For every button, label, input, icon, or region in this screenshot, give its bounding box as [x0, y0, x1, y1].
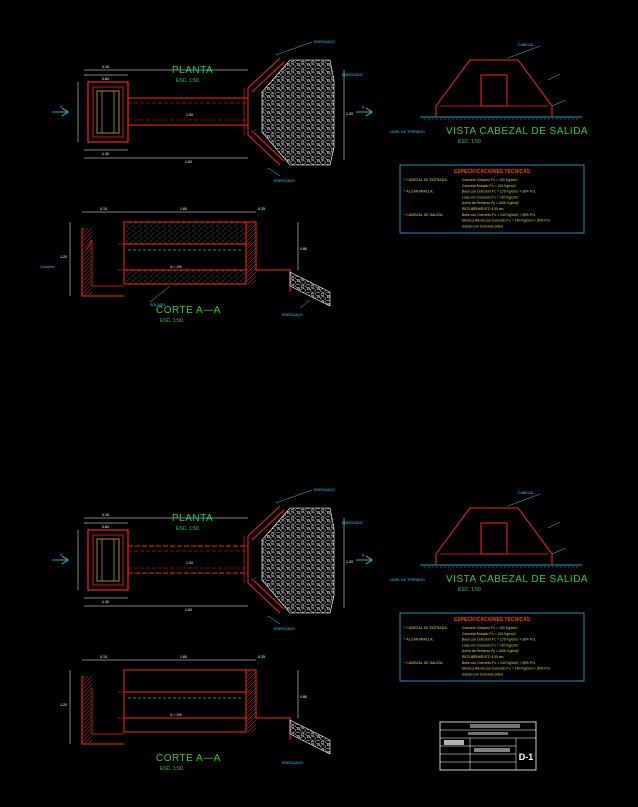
- spec-heading: * CABEZAL DE SALIDA:: [404, 661, 443, 665]
- outlet-elevation-title: VISTA CABEZAL DE SALIDA: [446, 126, 588, 137]
- dim-right: 1.20: [346, 112, 353, 116]
- spec-line: Losa con Concreto F'c = 210 Kg/cm2: [462, 195, 518, 199]
- sec-dim-4-b: 1.20: [60, 703, 67, 707]
- sheet-code: D-1: [519, 752, 534, 762]
- dim-top-2: 0.60: [102, 77, 109, 81]
- sec-label-rubble: ENROCADO: [282, 313, 303, 317]
- spec-title-2: ESPECIFICACIONES TECNICAS: [454, 617, 531, 623]
- spec-title: ESPECIFICACIONES TECNICAS: [454, 169, 531, 175]
- dim-barrel: 1.00: [186, 113, 193, 117]
- spec-line: Concreto Ciclopeo F'c = 100 Kg/cm2: [462, 626, 517, 630]
- spec-line: Base con Concreto F'c = 175 Kg/cm2 + 30%…: [462, 190, 536, 194]
- drawing-sheet-2: 0.15 0.60 1.40 1.60 1.00 1.20 A A ENROCA…: [52, 488, 588, 772]
- plan-view-2: 0.15 0.60 1.40 1.60 1.00 1.20 A A ENROCA…: [52, 488, 373, 631]
- section-scale: ESC. 1:50: [160, 318, 183, 324]
- dim-top-1-b: 0.15: [102, 513, 109, 517]
- section-mark-left: A: [60, 105, 63, 109]
- section-view: 0.15 1.60 0.25 1.20 0.80 S = 2% Concreto…: [40, 207, 331, 317]
- spec-box-2: ESPECIFICACIONES TECNICAS * CABEZAL DE E…: [399, 612, 585, 682]
- sec-dim-2-b: 1.60: [180, 655, 187, 659]
- spec-line: Base con Concreto F'c = 175 Kg/cm2 + 30%…: [462, 638, 536, 642]
- section-mark-right: A: [362, 105, 365, 109]
- sec-slope-b: S = 2%: [170, 713, 182, 717]
- label-rubble-right: ENROCADO: [342, 73, 363, 77]
- spec-line: Base con Concreto F'c = 140 Kg/cm2 + 30%…: [462, 213, 536, 217]
- spec-line: RECUBRIMIENTO 4.00 cm.: [462, 207, 504, 211]
- spec-line: Concreto Armado F'c = 210 Kg/cm2: [462, 632, 516, 636]
- spec-line: Acero de Refuerzo Fy = 4200 Kg/cm2: [462, 201, 519, 205]
- plan-title: PLANTA: [172, 65, 213, 76]
- sec-dim-1: 0.15: [100, 207, 107, 211]
- spec-line: Solado con Concreto pobre: [462, 672, 503, 676]
- outlet-elevation-title-2: VISTA CABEZAL DE SALIDA: [446, 574, 588, 585]
- title-block: D-1: [439, 721, 537, 771]
- dim-bottom-2: 1.60: [185, 160, 192, 164]
- dim-top-2-b: 0.60: [102, 525, 109, 529]
- dim-bottom-1-b: 1.40: [102, 600, 109, 604]
- spec-line: Losa con Concreto F'c = 210 Kg/cm2: [462, 643, 518, 647]
- top-slab: [123, 221, 247, 245]
- plan-title-2: PLANTA: [172, 513, 213, 524]
- rubble-apron: [261, 59, 335, 166]
- section-title-2: CORTE A—A: [156, 753, 221, 764]
- plan-scale-2: ESC. 1:50: [176, 526, 199, 532]
- spec-line: Acero de Refuerzo Fy = 4200 Kg/cm2: [462, 649, 519, 653]
- dim-top-1: 0.15: [102, 65, 109, 69]
- spec-line: Solado con Concreto pobre: [462, 224, 503, 228]
- spec-heading: * ALCANTARILLA:: [404, 190, 434, 194]
- section-mark-right-b: A: [362, 553, 365, 557]
- label-rubble-top: ENROCADO: [314, 40, 335, 44]
- label-rubble-bottom-b: ENROCADO: [274, 627, 295, 631]
- dim-barrel-b: 1.00: [186, 561, 193, 565]
- section-view-2: 0.15 1.60 0.25 1.20 0.80 S = 2% ENROCADO: [60, 655, 331, 765]
- sec-dim-1-b: 0.15: [100, 655, 107, 659]
- dim-bottom-1: 1.40: [102, 152, 109, 156]
- sec-dim-5-b: 0.80: [300, 695, 307, 699]
- sec-dim-4: 1.20: [60, 255, 67, 259]
- sec-dim-3-b: 0.25: [258, 655, 265, 659]
- label-rubble-right-b: ENROCADO: [342, 521, 363, 525]
- spec-line: Concreto Ciclopeo F'c = 100 Kg/cm2: [462, 178, 517, 182]
- sec-dim-5: 0.80: [300, 247, 307, 251]
- label-rubble-top-b: ENROCADO: [314, 488, 335, 492]
- spec-heading: * CABEZAL DE SALIDA:: [404, 213, 443, 217]
- label-ground-2: NIVEL DE TERRENO: [390, 578, 425, 582]
- spec-heading: * ALCANTARILLA:: [404, 638, 434, 642]
- plan-scale: ESC. 1:50: [176, 78, 199, 84]
- outlet-elevation-scale: ESC. 1:50: [458, 139, 481, 145]
- sec-label-bottom: SOLADO: [150, 303, 165, 307]
- inlet-headwall: [87, 81, 129, 143]
- dim-right-b: 1.20: [346, 560, 353, 564]
- label-ground: NIVEL DE TERRENO: [390, 130, 425, 134]
- section-scale-2: ESC. 1:50: [160, 766, 183, 772]
- outlet-elevation: CABEZAL NIVEL DE TERRENO: [390, 43, 582, 134]
- spec-line: RECUBRIMIENTO 4.00 cm.: [462, 655, 504, 659]
- outlet-elevation-scale-2: ESC. 1:50: [458, 587, 481, 593]
- label-rubble-bottom: ENROCADO: [274, 179, 295, 183]
- sec-dim-2: 1.60: [180, 207, 187, 211]
- spec-heading: * CABEZAL DE ENTRADA:: [404, 626, 448, 630]
- outlet-elevation-2: CABEZAL NIVEL DE TERRENO: [390, 491, 582, 582]
- dim-bottom-2-b: 1.60: [185, 608, 192, 612]
- plan-view: 0.15 0.60 1.40 1.60 1.00 1.20 A A ENROCA…: [52, 40, 373, 183]
- sec-label-rubble-b: ENROCADO: [282, 761, 303, 765]
- sec-label-left: Concreto: [40, 265, 55, 269]
- section-title: CORTE A—A: [156, 305, 221, 316]
- spec-line: Muros y Aleros con Concreto F'c = 140 Kg…: [462, 219, 551, 223]
- sec-slope: S = 2%: [170, 265, 182, 269]
- bottom-slab: [123, 269, 247, 285]
- drawing-sheet-1: 0.15 0.60 1.40 1.60 1.00 1.20 A A ENROCA…: [40, 40, 588, 324]
- spec-line: Muros y Aleros con Concreto F'c = 140 Kg…: [462, 667, 551, 671]
- spec-box: ESPECIFICACIONES TECNICAS * CABEZAL DE E…: [399, 164, 585, 234]
- spec-line: Concreto Armado F'c = 210 Kg/cm2: [462, 184, 516, 188]
- label-headwall: CABEZAL: [518, 43, 534, 47]
- section-mark-left-b: A: [60, 553, 63, 557]
- spec-line: Base con Concreto F'c = 140 Kg/cm2 + 30%…: [462, 661, 536, 665]
- spec-heading: * CABEZAL DE ENTRADA:: [404, 178, 448, 182]
- outlet-opening: [480, 74, 508, 107]
- sec-dim-3: 0.25: [258, 207, 265, 211]
- label-headwall-2: CABEZAL: [518, 491, 534, 495]
